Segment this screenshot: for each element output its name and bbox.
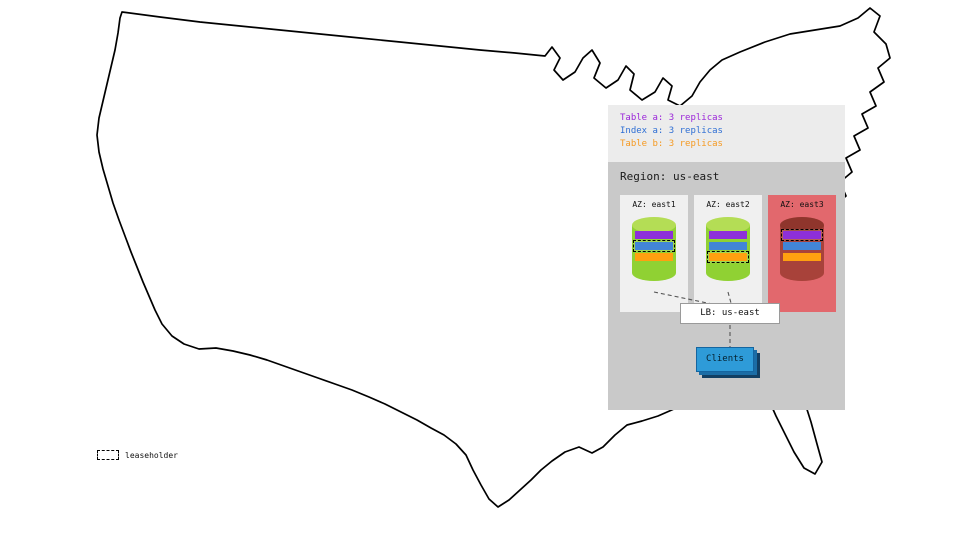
clients-stack: Clients	[696, 347, 760, 378]
az-east1-box: AZ: east1	[620, 195, 688, 312]
replica-bars-east3	[781, 229, 823, 261]
database-cylinder-east1	[631, 216, 677, 282]
table-b-replica-bar	[709, 253, 747, 261]
table-a-replica-count: Table a: 3 replicas	[620, 113, 723, 123]
leaseholder-legend-label: leaseholder	[125, 450, 178, 460]
leaseholder-outline-table-a	[781, 229, 823, 241]
table-b-replica-count: Table b: 3 replicas	[620, 139, 723, 149]
az-east3-box: AZ: east3	[768, 195, 836, 312]
az-east3-label: AZ: east3	[780, 200, 824, 209]
database-cylinder-east2	[705, 216, 751, 282]
table-a-replica-bar	[783, 231, 821, 239]
leaseholder-legend: leaseholder	[97, 450, 178, 460]
table-b-replica-bar	[783, 253, 821, 261]
leaseholder-outline-table-b	[707, 251, 749, 263]
replica-summary-panel: Table a: 3 replicas Index a: 3 replicas …	[608, 105, 845, 162]
leaseholder-swatch-icon	[97, 450, 119, 460]
leaseholder-outline-index-a	[633, 240, 675, 252]
table-a-replica-bar	[635, 231, 673, 239]
clients-box: Clients	[696, 347, 754, 372]
az-east2-box: AZ: east2	[694, 195, 762, 312]
index-a-replica-bar	[783, 242, 821, 250]
replica-bars-east1	[633, 231, 675, 261]
table-a-replica-bar	[709, 231, 747, 239]
replica-bars-east2	[707, 231, 749, 263]
load-balancer-box: LB: us-east	[680, 303, 780, 324]
region-title: Region: us-east	[620, 170, 720, 183]
index-a-replica-count: Index a: 3 replicas	[620, 126, 723, 136]
index-a-replica-bar	[635, 242, 673, 250]
az-east1-label: AZ: east1	[632, 200, 676, 209]
database-cylinder-east3	[779, 216, 825, 282]
az-east2-label: AZ: east2	[706, 200, 750, 209]
table-b-replica-bar	[635, 253, 673, 261]
region-panel: Region: us-east AZ: east1 AZ: ea	[608, 162, 845, 410]
index-a-replica-bar	[709, 242, 747, 250]
